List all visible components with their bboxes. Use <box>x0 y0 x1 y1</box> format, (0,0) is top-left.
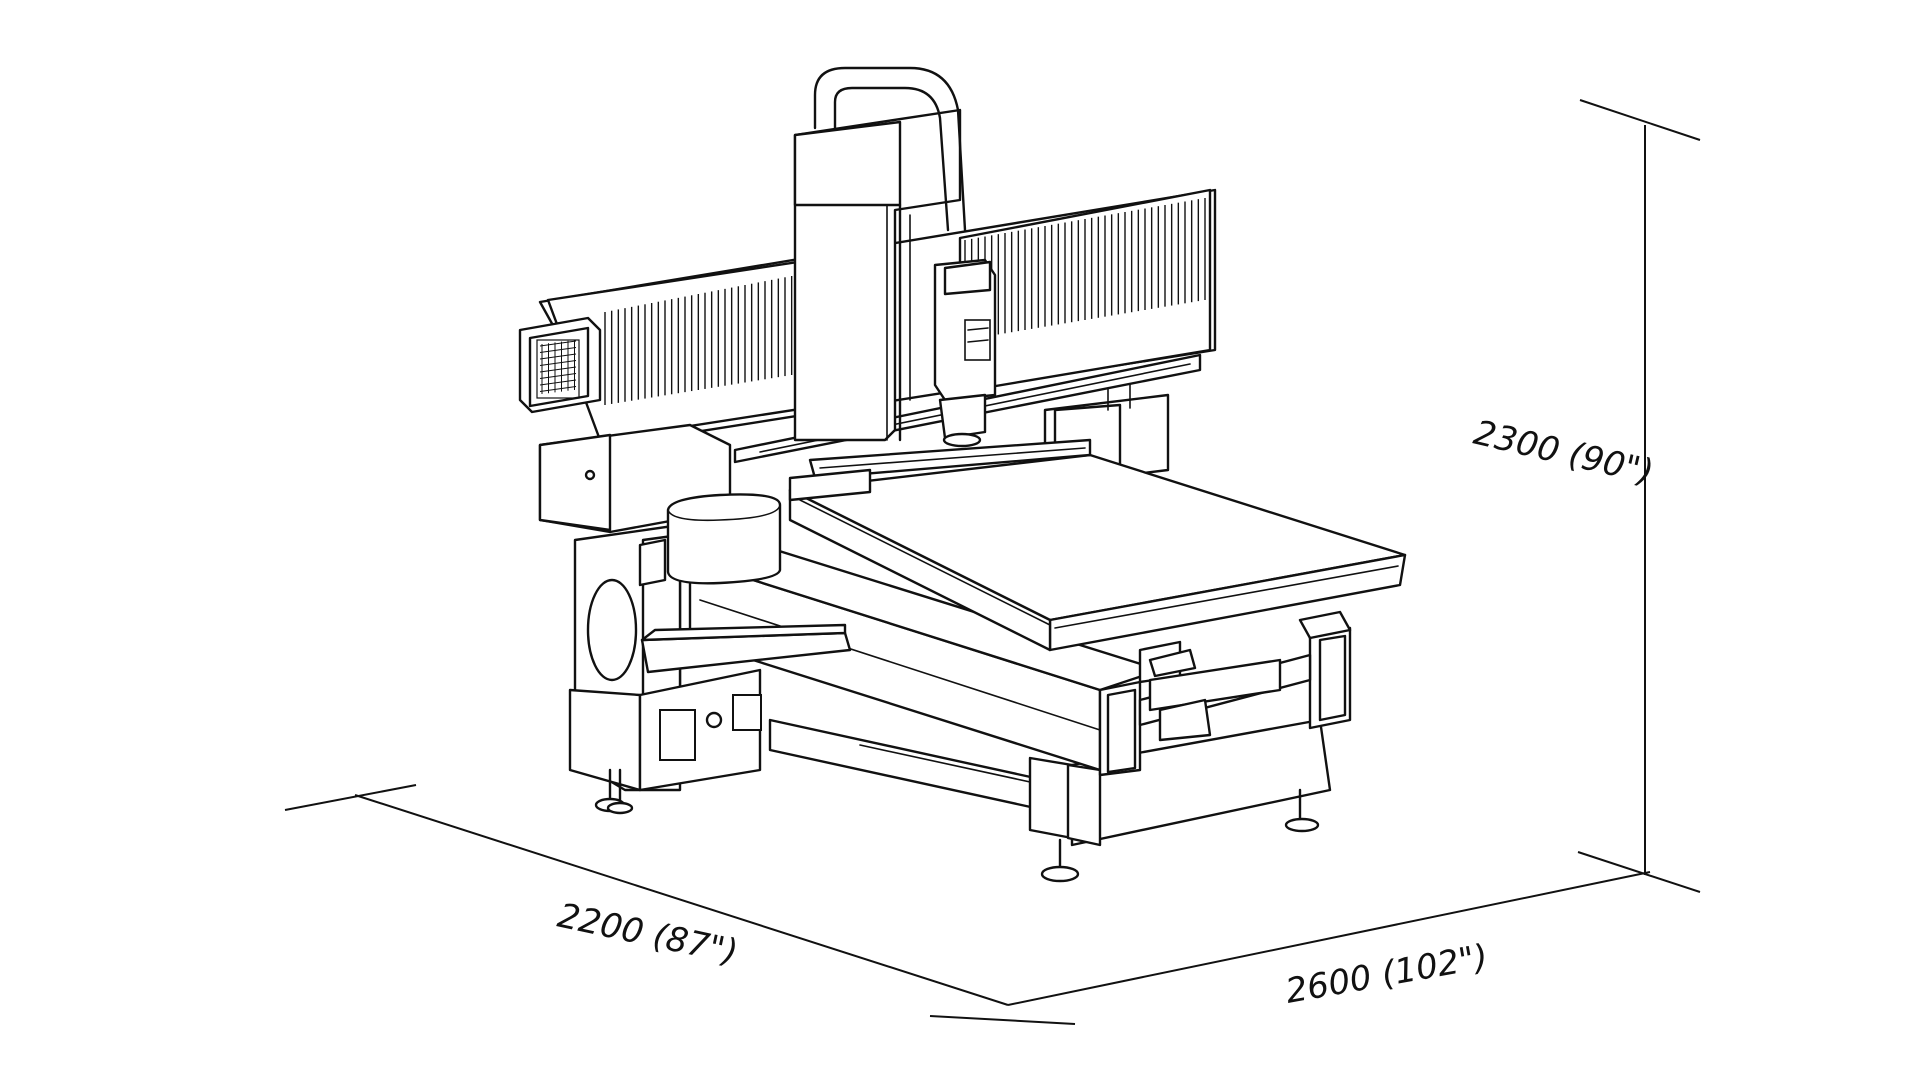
dimension-lines <box>284 99 1701 1025</box>
height-top-extension <box>1579 99 1701 141</box>
cnc-machine <box>518 66 1407 883</box>
width-dimension-label: 2600 (102") <box>1283 937 1491 1012</box>
cable-handle-loop <box>813 66 967 232</box>
width-dimension-line <box>1007 871 1651 1006</box>
under-table-drive <box>1138 610 1352 742</box>
fan-grille-icon <box>539 340 577 394</box>
table-cross-rail <box>788 438 1092 502</box>
depth-left-extension <box>284 784 417 811</box>
depth-dimension-line <box>354 794 1009 1006</box>
height-dimension-label: 2300 (90") <box>1470 413 1657 493</box>
gantry-end-fan-box <box>518 316 602 414</box>
spindle-motor <box>933 258 997 448</box>
left-gantry-leg <box>538 423 852 674</box>
height-bottom-extension <box>1577 851 1701 893</box>
depth-dimension-label: 2200 (87") <box>554 896 741 973</box>
worktable <box>788 453 1407 652</box>
z-axis-carriage <box>793 108 962 442</box>
depth-right-extension <box>929 1015 1076 1025</box>
